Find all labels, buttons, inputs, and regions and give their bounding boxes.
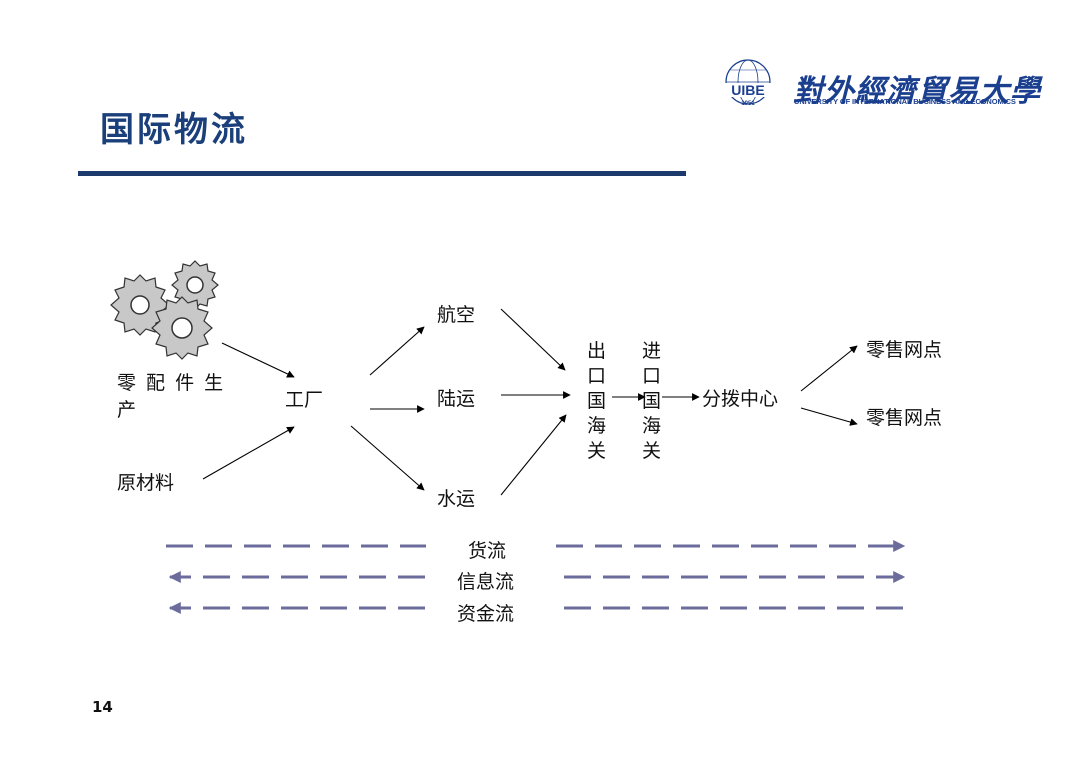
export-customs-char: 海 xyxy=(587,415,607,437)
export-customs-char: 出 xyxy=(587,340,607,362)
emblem-year: 1951 xyxy=(741,101,755,107)
arrow-distribution-to-retail-1 xyxy=(800,345,858,392)
page-number: 14 xyxy=(92,698,113,716)
arrow-air-to-export xyxy=(500,308,566,371)
gears-icon xyxy=(110,260,219,360)
information-flow-label: 信息流 xyxy=(457,571,515,593)
export-customs-char: 口 xyxy=(587,365,607,387)
arrow-distribution-to-retail-2 xyxy=(800,407,858,426)
arrow-factory-to-air xyxy=(369,326,425,376)
university-emblem-icon: UIBE 1951 xyxy=(720,59,776,107)
logo-english-name: UNIVERSITY OF INTERNATIONAL BUSINESS AND… xyxy=(794,97,1016,106)
title-underline xyxy=(78,171,686,176)
arrow-raw-to-factory xyxy=(202,426,295,480)
land-transport-label: 陆运 xyxy=(437,388,476,410)
import-customs-char: 进 xyxy=(642,340,662,362)
goods-flow-label: 货流 xyxy=(468,540,507,562)
retail-outlet-label-2: 零售网点 xyxy=(866,407,943,429)
import-customs-char: 海 xyxy=(642,415,662,437)
water-transport-label: 水运 xyxy=(437,488,476,510)
emblem-text: UIBE xyxy=(731,82,764,98)
parts-production-label-line2: 产 xyxy=(117,399,137,421)
air-transport-label: 航空 xyxy=(437,304,476,326)
arrow-water-to-export xyxy=(500,414,567,496)
retail-outlet-label-1: 零售网点 xyxy=(866,339,943,361)
arrow-factory-to-water xyxy=(350,425,425,491)
distribution-center-label: 分拨中心 xyxy=(702,388,779,410)
export-customs-char: 国 xyxy=(587,390,607,412)
funds-flow-label: 资金流 xyxy=(457,603,515,625)
import-customs-char: 国 xyxy=(642,390,662,412)
export-customs-char: 关 xyxy=(587,440,607,462)
import-customs-char: 口 xyxy=(642,365,662,387)
factory-label: 工厂 xyxy=(285,389,324,411)
import-customs-char: 关 xyxy=(642,440,662,462)
parts-production-label-line1: 零 配 件 生 xyxy=(117,372,226,394)
arrow-parts-to-factory xyxy=(221,342,295,378)
logo-chinese-name: 對外經濟貿易大學 xyxy=(793,74,1041,109)
slide-title: 国际物流 xyxy=(100,110,248,150)
raw-material-label: 原材料 xyxy=(117,472,175,494)
